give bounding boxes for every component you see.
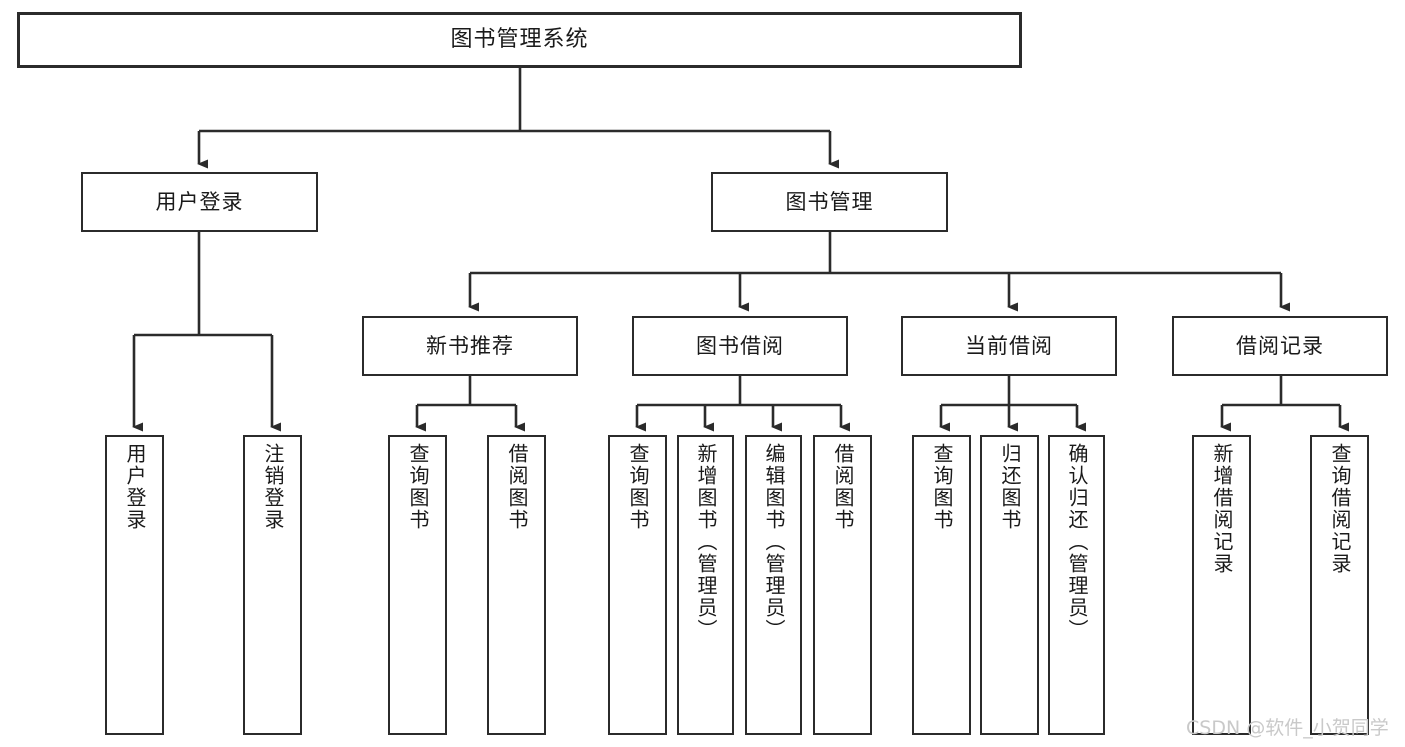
leaf-new-book-borrow-book[interactable]: 借阅图书 [487, 435, 546, 735]
leaf-book-borrow-edit-book-admin[interactable]: 编辑图书（管理员） [745, 435, 802, 735]
leaf-book-borrow-add-book-admin[interactable]: 新增图书（管理员） [677, 435, 734, 735]
leaf-borrow-record-add-record[interactable]: 新增借阅记录 [1192, 435, 1251, 735]
node-label: 查询借阅记录 [1328, 443, 1352, 575]
node-borrow-record[interactable]: 借阅记录 [1172, 316, 1388, 376]
node-label: 图书管理 [785, 189, 874, 214]
leaf-user-login-login[interactable]: 用户登录 [105, 435, 164, 735]
leaf-current-borrow-query-book[interactable]: 查询图书 [912, 435, 971, 735]
node-label: 新增借阅记录 [1210, 443, 1234, 575]
node-user-login[interactable]: 用户登录 [81, 172, 318, 232]
leaf-book-borrow-borrow-book[interactable]: 借阅图书 [813, 435, 872, 735]
node-root-book-management-system[interactable]: 图书管理系统 [17, 12, 1022, 68]
node-book-management[interactable]: 图书管理 [711, 172, 948, 232]
node-label: 借阅图书 [831, 443, 855, 531]
leaf-new-book-query-book[interactable]: 查询图书 [388, 435, 447, 735]
node-label: 归还图书 [998, 443, 1022, 531]
node-label: 查询图书 [406, 443, 430, 531]
leaf-user-login-logout[interactable]: 注销登录 [243, 435, 302, 735]
node-label: 借阅记录 [1236, 333, 1324, 358]
node-current-borrow[interactable]: 当前借阅 [901, 316, 1117, 376]
node-label: 新增图书（管理员） [694, 443, 718, 641]
leaf-current-borrow-confirm-return-admin[interactable]: 确认归还（管理员） [1048, 435, 1105, 735]
node-label: 图书借阅 [696, 333, 784, 358]
node-label: 图书管理系统 [450, 27, 589, 53]
node-label: 查询图书 [626, 443, 650, 531]
node-label: 用户登录 [123, 443, 147, 531]
node-label: 编辑图书（管理员） [762, 443, 786, 641]
node-label: 确认归还（管理员） [1065, 443, 1089, 641]
node-label: 借阅图书 [505, 443, 529, 531]
node-label: 注销登录 [261, 443, 285, 531]
node-label: 用户登录 [155, 189, 244, 214]
node-label: 新书推荐 [426, 333, 514, 358]
leaf-current-borrow-return-book[interactable]: 归还图书 [980, 435, 1039, 735]
watermark: CSDN @软件_小贺同学 [1186, 717, 1389, 739]
node-new-book-recommend[interactable]: 新书推荐 [362, 316, 578, 376]
leaf-book-borrow-query-book[interactable]: 查询图书 [608, 435, 667, 735]
node-label: 查询图书 [930, 443, 954, 531]
node-label: 当前借阅 [965, 333, 1053, 358]
leaf-borrow-record-query-record[interactable]: 查询借阅记录 [1310, 435, 1369, 735]
node-book-borrow[interactable]: 图书借阅 [632, 316, 848, 376]
